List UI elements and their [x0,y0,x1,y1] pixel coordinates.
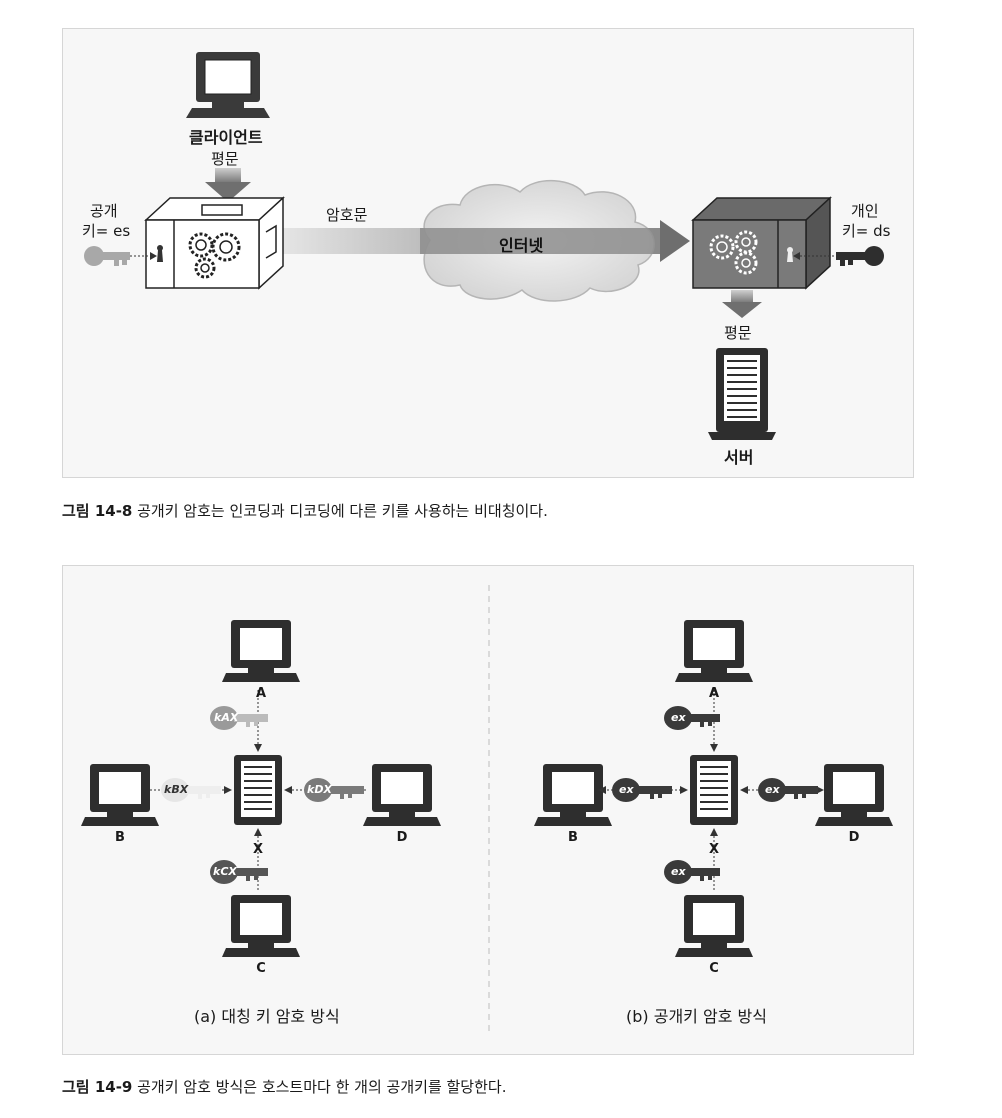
private-key-label-line1: 개인 [851,202,879,220]
left-key-ax-label: kAX [214,711,239,724]
decoder-gears-icon [709,230,758,275]
ciphertext-label: 암호문 [326,206,368,224]
left-node-d-label: D [396,830,408,845]
server-label: 서버 [724,448,754,467]
right-node-d-computer-icon [815,764,893,826]
right-key-bottom-label: ex [671,865,686,878]
right-key-left-icon [612,778,672,802]
left-node-c-label: C [256,961,266,976]
server-icon [708,348,776,440]
encoder-gears-icon [188,232,241,279]
encoder-box-icon [144,196,285,290]
right-node-b-computer-icon [534,764,612,826]
left-node-a-label: A [255,686,267,701]
client-computer-icon [186,52,270,118]
figure-14-9-panel [62,565,914,1055]
figure-14-9-caption-text: 공개키 암호 방식은 호스트마다 한 개의 공개키를 할당한다. [132,1078,507,1096]
right-node-a-label: A [708,686,720,701]
left-node-c-computer-icon [222,895,300,957]
left-key-dx-icon [304,778,364,802]
right-key-right-label: ex [765,783,780,796]
right-subtitle: (b) 공개키 암호 방식 [626,1007,767,1026]
private-key-icon [793,246,884,266]
internet-arrow-icon [420,220,690,262]
left-subtitle: (a) 대칭 키 암호 방식 [194,1007,340,1026]
left-key-bx-label: kBX [164,783,189,796]
client-label: 클라이언트 [189,128,263,147]
left-node-x-server-icon [234,755,282,825]
right-node-x-label: X [708,842,720,857]
right-node-c-label: C [709,961,719,976]
right-node-x-server-icon [690,755,738,825]
plaintext-down-arrow-icon [205,168,251,202]
right-node-c-computer-icon [675,895,753,957]
right-node-a-computer-icon [675,620,753,682]
private-key-label-line2: 키= ds [842,222,891,240]
figure-14-9-caption-number: 그림 14-9 [62,1078,133,1096]
right-key-top-label: ex [671,711,686,724]
public-key-icon [84,246,157,266]
figure-14-8-caption-text: 공개키 암호는 인코딩과 디코딩에 다른 키를 사용하는 비대칭이다. [132,502,548,520]
right-node-b-label: B [568,830,578,845]
server-down-arrow-icon [722,290,762,318]
public-key-label-line2: 키= es [82,222,131,240]
right-node-d-label: D [848,830,860,845]
internet-label: 인터넷 [499,236,544,255]
left-key-ax-icon [210,706,268,730]
left-key-cx-icon [210,860,268,884]
right-key-left-label: ex [619,783,634,796]
figure-14-8-caption-number: 그림 14-8 [62,502,133,520]
left-key-dx-label: kDX [307,783,332,796]
figure-14-9-caption: 그림 14-9 공개키 암호 방식은 호스트마다 한 개의 공개키를 할당한다. [62,1076,506,1097]
left-arrowheads [224,744,292,836]
figure-14-8-caption: 그림 14-8 공개키 암호는 인코딩과 디코딩에 다른 키를 사용하는 비대칭… [62,500,548,521]
left-node-x-label: X [252,842,264,857]
plaintext-bottom-label: 평문 [724,324,752,342]
left-node-b-computer-icon [81,764,159,826]
plaintext-top-label: 평문 [211,150,239,168]
left-node-d-computer-icon [363,764,441,826]
left-node-a-computer-icon [222,620,300,682]
public-key-label-line1: 공개 [90,202,118,220]
left-key-cx-label: kCX [213,865,237,878]
right-key-bottom-icon [664,860,720,884]
left-key-bx-icon [161,778,221,802]
right-key-top-icon [664,706,720,730]
right-key-right-icon [758,778,818,802]
left-node-b-label: B [115,830,125,845]
